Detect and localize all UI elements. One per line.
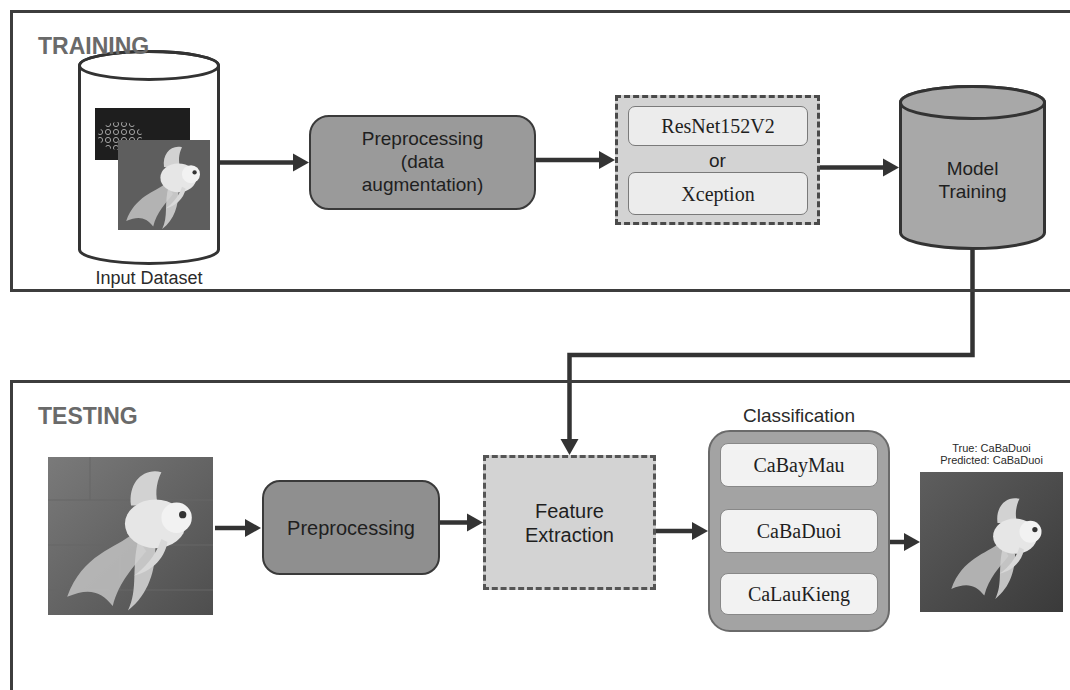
box-label: CaBayMau [753,453,844,477]
label-slot: Xception [629,173,807,214]
label-slot: ResNet152V2 [629,107,807,145]
flow-arrow [536,151,615,169]
panel: TESTING Preprocessing Feature Extraction Cl… [10,380,1070,690]
model-box: ResNet152V2 [628,106,808,146]
class-box: CaBayMau [720,443,878,487]
flow-arrow [656,522,708,540]
backbone-group: or ResNet152V2Xception [615,95,820,225]
box-label: ResNet152V2 [661,114,774,138]
cylinder-body [901,87,1045,249]
label-slot: Model Training [899,85,1046,250]
heading-slot: Classification [743,405,855,427]
label-slot: CaBaDuoi [721,510,877,552]
flow-arrow-shaft [536,158,599,163]
goldfish-picture [67,471,192,610]
label-slot: or [618,151,817,170]
flow-arrow [561,250,973,455]
box-label: Model Training [923,158,1022,204]
panel: TRAININGInput DatasetPreprocessing (data… [10,10,1070,292]
label-slot: Feature Extraction [486,458,653,587]
caption-slot: Input Dataset [95,268,202,290]
feature-box: Feature Extraction [483,455,656,590]
process-box: Preprocessing [262,480,440,575]
flow-arrow-shaft [820,165,883,170]
title-slot: TRAINING [38,33,149,61]
flow-arrow-head [883,159,899,177]
dataset-cylinder: Input Dataset [78,50,220,265]
label-slot: CaLauKieng [721,574,877,614]
heading-slot: True: CaBaDuoiPredicted: CaBaDuoi [940,442,1043,467]
class-box: CaLauKieng [720,573,878,615]
cylinder-top [901,87,1045,119]
flow-arrow-head [245,519,261,537]
flow-arrow-head [599,151,615,169]
title-slot: TESTING [38,403,138,431]
flow-arrow-head [561,439,579,455]
panel-title: TRAINING [38,33,149,61]
node-caption: Input Dataset [95,268,202,290]
flow-arrow-shaft [220,160,293,165]
flow-arrow-head [904,533,920,551]
flow-arrow-shaft [215,526,247,531]
flow-arrow [820,159,899,177]
model-box: Xception [628,172,808,215]
box-label: Feature Extraction [508,499,631,547]
box-label: Preprocessing (data augmentation) [349,128,496,196]
flow-arrow-head [293,154,309,172]
classifier-group: ClassificationCaBayMauCaBaDuoiCaLauKieng [708,430,890,632]
cylinder-body [80,52,219,264]
flow-arrow [440,514,483,532]
goldfish-picture [951,498,1041,599]
goldfish-picture [126,147,200,229]
flow-arrow-shaft [890,540,904,545]
node-heading: True: CaBaDuoi [940,442,1043,455]
cylinder-top [80,52,219,80]
test-photo [48,457,213,615]
node-heading: Predicted: CaBaDuoi [940,454,1043,467]
flow-arrow [890,533,920,551]
storage-cylinder: Model Training [899,85,1046,250]
label-slot: Preprocessing (data augmentation) [311,117,534,208]
flow-arrow-shaft [440,520,467,525]
process-box: Preprocessing (data augmentation) [309,115,536,210]
label-slot: CaBayMau [721,444,877,486]
flow-arrow [220,154,309,172]
result-image: True: CaBaDuoiPredicted: CaBaDuoi [920,472,1063,612]
box-label: CaLauKieng [748,582,850,606]
box-label: Preprocessing [287,516,415,540]
flow-arrow-head [692,522,708,540]
box-label: CaBaDuoi [757,519,841,543]
result-photo [920,472,1063,612]
flow-arrow-shaft [656,529,692,534]
cylinder-shape [78,50,220,265]
flow-arrow-head [467,514,483,532]
flow-arrow-shaft [570,250,973,439]
node-heading: Classification [743,405,855,427]
class-box: CaBaDuoi [720,509,878,553]
dataset-photo [118,140,210,230]
box-label: Xception [681,182,754,206]
label-slot: Preprocessing [264,482,438,573]
panel-title: TESTING [38,403,138,431]
connector-word: or [618,151,817,170]
